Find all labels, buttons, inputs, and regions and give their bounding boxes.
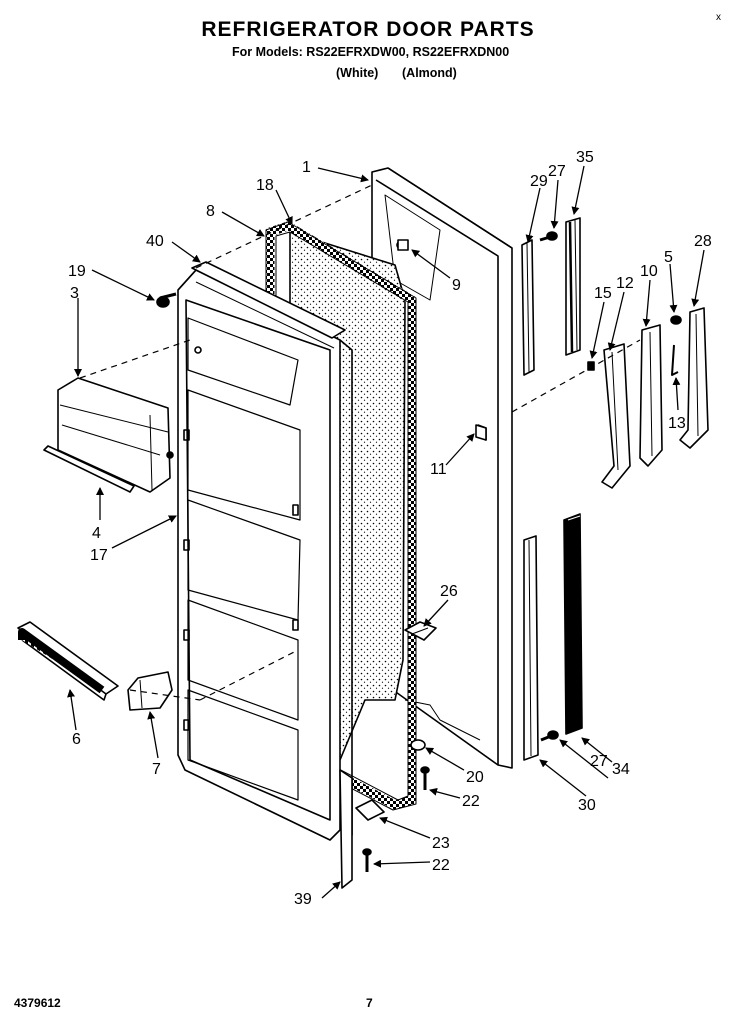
- document-number: 4379612: [14, 996, 61, 1010]
- assembly-lines: [79, 184, 641, 701]
- bottom-trim-39: [339, 769, 353, 889]
- callout-40: 40: [146, 233, 164, 250]
- dispenser-cover: [57, 377, 174, 493]
- callout-4: 4: [92, 525, 101, 542]
- grille: [17, 621, 119, 701]
- callout-22b: 22: [432, 857, 450, 874]
- callout-labels: 1 18 8 40 19 3 9 29 27 35 28 5 10 12 15 …: [68, 149, 712, 908]
- page-title: REFRIGERATOR DOOR PARTS: [201, 18, 535, 41]
- spring-13: [671, 344, 679, 376]
- handle-upper: [565, 217, 581, 356]
- hinge-bushing-20: [410, 739, 426, 751]
- callout-11: 11: [430, 461, 447, 478]
- handle-bracket-10: [639, 324, 663, 467]
- callout-39: 39: [294, 891, 312, 908]
- outer-door-panel: [371, 167, 513, 769]
- trim-strip: [43, 445, 135, 493]
- callout-5: 5: [664, 249, 673, 266]
- callout-30: 30: [578, 797, 596, 814]
- hinge-11: [475, 424, 487, 441]
- callout-20: 20: [466, 769, 484, 786]
- callout-1: 1: [302, 159, 311, 176]
- door-liner: [177, 269, 353, 841]
- handle-trim-upper: [521, 239, 535, 376]
- callout-7: 7: [152, 761, 161, 778]
- callout-27b: 27: [590, 753, 608, 770]
- callout-6: 6: [72, 731, 81, 748]
- screw-22-upper: [420, 766, 430, 790]
- callout-8: 8: [206, 203, 215, 220]
- callout-9: 9: [452, 277, 461, 294]
- callout-26: 26: [440, 583, 458, 600]
- callout-17: 17: [90, 547, 108, 564]
- handle-bracket-12: [601, 343, 631, 489]
- screw-27-lower: [540, 730, 559, 742]
- callout-10: 10: [640, 263, 658, 280]
- bottom-hinge-23: [355, 799, 385, 821]
- callout-34: 34: [612, 761, 630, 778]
- callout-3: 3: [70, 285, 79, 302]
- callout-29: 29: [530, 173, 548, 190]
- callout-12: 12: [616, 275, 634, 292]
- handle-bracket-28: [679, 307, 709, 449]
- hinge-pin-9: [397, 239, 409, 251]
- handle-trim-lower: [523, 535, 539, 761]
- callout-13: 13: [668, 415, 686, 432]
- variant-white-label: (White): [336, 66, 379, 80]
- top-trim: [191, 261, 346, 349]
- callout-28: 28: [694, 233, 712, 250]
- screw-27-upper: [539, 231, 558, 242]
- callout-23: 23: [432, 835, 450, 852]
- leader-lines: [67, 165, 705, 899]
- callout-15: 15: [594, 285, 612, 302]
- callout-35: 35: [576, 149, 594, 166]
- screw-19: [156, 292, 177, 308]
- hinge-bushing-15: [587, 361, 595, 371]
- page-number: 7: [366, 996, 373, 1010]
- screw-5: [670, 315, 682, 325]
- callout-19: 19: [68, 263, 86, 280]
- models-line: For Models: RS22EFRXDW00, RS22EFRXDN00: [232, 45, 510, 59]
- callout-18: 18: [256, 177, 274, 194]
- variant-almond-label: (Almond): [402, 66, 457, 80]
- handle-lower: [563, 513, 583, 735]
- screw-22-lower: [362, 848, 372, 872]
- corner-mark: x: [716, 12, 721, 23]
- callout-27a: 27: [548, 163, 566, 180]
- callout-22a: 22: [462, 793, 480, 810]
- drip-tray: [127, 671, 173, 711]
